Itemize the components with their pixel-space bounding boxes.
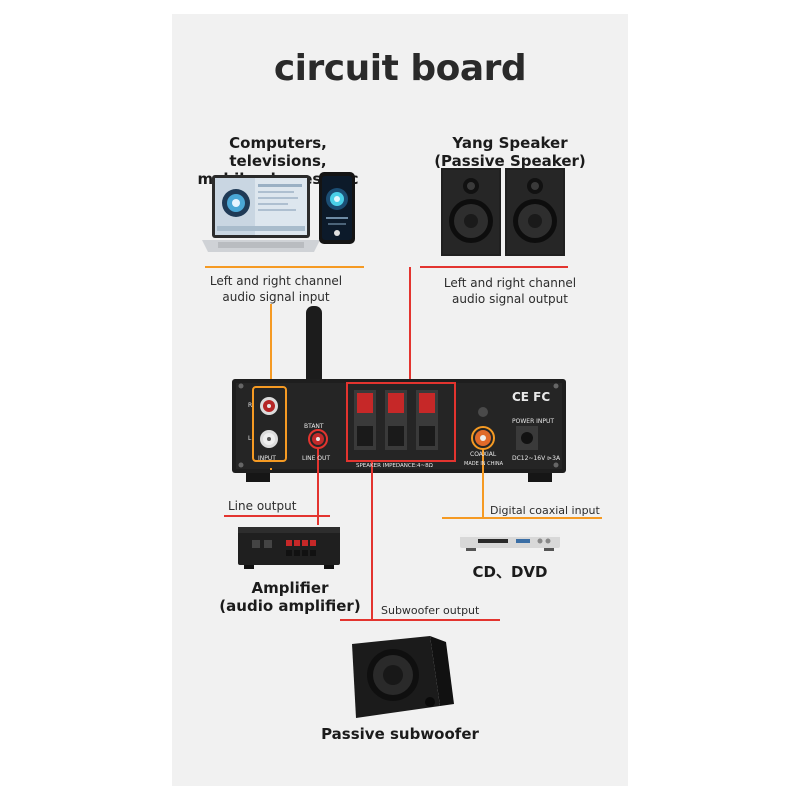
audio-amplifier-image — [238, 527, 340, 569]
input-r-mark: R — [248, 402, 253, 409]
laptop-image — [202, 175, 320, 252]
phone-image — [319, 172, 355, 244]
dc-spec-mark: DC12~16V ⊳3A — [512, 455, 561, 462]
made-in-mark: MADE IN CHINA — [464, 461, 504, 467]
cd-dvd-player-image — [460, 534, 560, 551]
page-title: circuit board — [273, 48, 527, 89]
amplifier-label: Amplifier (audio amplifier) — [219, 579, 361, 615]
input-label: Left and right channel audio signal inpu… — [209, 274, 343, 304]
passive-subwoofer-image — [352, 636, 454, 718]
coaxial-input-label: Digital coaxial input — [490, 504, 600, 517]
passive-speakers-image — [441, 168, 565, 256]
amplifier-unit — [232, 306, 566, 482]
output-label: Left and right channel audio signal outp… — [443, 276, 577, 306]
cd-dvd-label: CD、DVD — [472, 563, 548, 581]
input-l-mark: L — [248, 435, 252, 442]
coaxial-mark: COAXIAL — [470, 451, 497, 458]
subwoofer-label: Passive subwoofer — [321, 725, 479, 743]
btant-mark: BTANT — [304, 423, 324, 430]
power-input-mark: POWER INPUT — [512, 418, 555, 425]
speaker-impedance-mark: SPEAKER IMPEDANCE:4~8Ω — [356, 463, 433, 469]
subwoofer-output-label: Subwoofer output — [381, 604, 480, 617]
speaker-label: Yang Speaker (Passive Speaker) — [434, 134, 586, 170]
input-mark: INPUT — [258, 455, 276, 462]
line-out-mark: LINE OUT — [302, 455, 331, 462]
line-output-label: Line output — [228, 499, 297, 513]
ce-fcc-mark: CE FC — [512, 390, 551, 404]
